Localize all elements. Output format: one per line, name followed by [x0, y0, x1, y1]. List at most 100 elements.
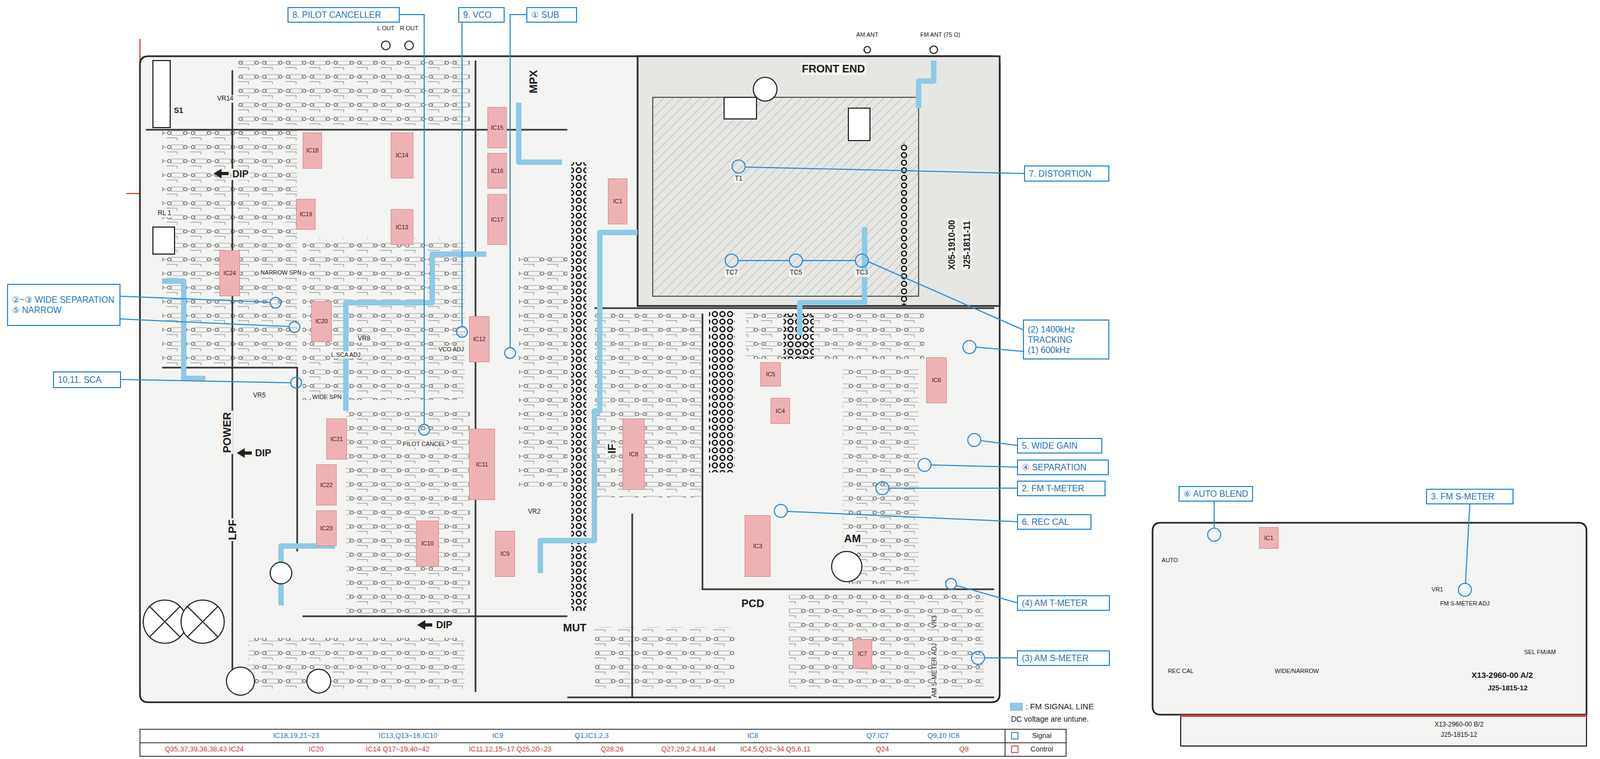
pad-column	[571, 162, 587, 611]
table-cell: IC18,19,21~23	[271, 731, 321, 740]
leader-line	[120, 296, 271, 303]
switch-label: REC CAL	[1166, 667, 1195, 675]
slot	[724, 97, 757, 119]
fm-line	[918, 60, 934, 109]
test-point	[1458, 583, 1472, 597]
board-code: X05-1910-00	[947, 218, 957, 272]
ic-label: IC14	[395, 151, 408, 159]
callout-text: (2) 1400kHz TRACKING	[1027, 324, 1105, 345]
fm-line	[799, 226, 865, 336]
leader-lines	[120, 14, 1472, 665]
note: DC voltage are untune.	[1009, 714, 1090, 723]
adjust-label: AM S-METER ADJ	[931, 641, 939, 699]
ic-package: IC14	[390, 132, 414, 179]
capacitor	[270, 561, 292, 584]
callout-text: (3) AM S-METER	[1021, 652, 1106, 664]
ic-label: IC23	[319, 524, 333, 532]
switch-label: WIDE/NARROW	[1273, 667, 1321, 675]
part-name: TC5	[788, 269, 804, 277]
ic-package: IC20	[311, 300, 332, 342]
components	[842, 367, 919, 584]
test-point	[962, 340, 976, 354]
test-point	[725, 253, 739, 267]
ic-label: IC21	[330, 435, 343, 443]
ic-package: IC16	[487, 152, 507, 189]
jack	[404, 41, 414, 50]
fm-line	[162, 280, 206, 379]
leader-line	[461, 22, 463, 327]
ic-label: IC7	[857, 650, 867, 658]
trace	[631, 513, 634, 698]
callout-text: 9. VCO	[463, 9, 500, 20]
table-cell: Q28,26	[599, 745, 626, 754]
capacitor	[306, 668, 331, 693]
leader-line	[510, 14, 527, 348]
capacitor	[181, 599, 225, 644]
table-cell: IC4,5,Q32~34 Q5,6,11	[739, 745, 812, 754]
ic-label: IC12	[472, 335, 486, 343]
dip-arrows	[213, 168, 433, 630]
components	[237, 60, 471, 126]
ic-package: IC19	[296, 198, 316, 230]
table-cell: IC20	[307, 745, 325, 754]
ic-package: IC18	[302, 132, 323, 169]
capacitor	[831, 551, 862, 582]
ic-package: IC6	[926, 357, 947, 404]
switch-s1	[152, 60, 171, 128]
section-label: DIP	[253, 447, 273, 459]
ic-package: IC11	[469, 428, 495, 500]
part-name: VR3	[931, 613, 939, 629]
ic-label: IC18	[305, 146, 319, 155]
ic-package: IC7	[852, 638, 873, 669]
front-end-block	[637, 56, 1000, 306]
callout-box: 5. WIDE GAIN	[1016, 437, 1103, 454]
callout-box: 7. DISTORTION	[1023, 165, 1110, 182]
antenna-terminal	[929, 45, 938, 54]
terminal-label: L OUT	[376, 24, 396, 32]
callout-box: 9. VCO	[458, 7, 505, 23]
board-code: X13-2960-00 A/2	[1470, 670, 1535, 680]
ic-label: IC1	[612, 197, 622, 205]
callout-text: (4) AM T-METER	[1021, 597, 1106, 608]
ic-package: IC17	[487, 193, 507, 245]
trace	[474, 60, 477, 692]
components	[594, 313, 703, 498]
callout-box: 6. REC CAL	[1016, 513, 1092, 530]
test-point	[855, 253, 869, 267]
leader-line	[931, 464, 1017, 467]
leader-line	[121, 379, 291, 383]
ic-package: IC5	[760, 362, 781, 387]
capacitor-mark	[187, 606, 218, 637]
table-cell: Q1,IC1,2,3	[573, 731, 611, 740]
section-label: DIP	[434, 619, 454, 631]
ic-label: IC20	[315, 317, 328, 325]
leader-line	[745, 166, 1024, 174]
components	[594, 626, 735, 692]
trace	[702, 313, 995, 589]
ic-label: IC6	[931, 376, 941, 384]
leader-line	[975, 346, 1023, 352]
part-name: RL 1	[156, 209, 173, 218]
section-label: MPX	[527, 68, 540, 95]
callout-text: 10,11. SCA	[57, 374, 117, 385]
main-board	[139, 56, 1000, 702]
table-cell: IC13,Q13~16,IC10	[377, 731, 439, 740]
components	[518, 253, 568, 487]
pad-column	[899, 142, 909, 305]
leader-line	[787, 511, 1017, 522]
leader-line	[120, 318, 290, 327]
capacitor-mark	[149, 606, 180, 637]
ic-table	[139, 728, 1067, 756]
fm-line	[540, 232, 638, 573]
table-frame	[139, 728, 1067, 756]
test-point	[289, 321, 300, 333]
leader-line	[956, 585, 1017, 603]
table-cell: Q8	[958, 745, 970, 754]
leader-line	[980, 440, 1017, 446]
legend-swatch	[1009, 702, 1023, 711]
ic-package: IC12	[469, 316, 490, 363]
control-box	[1011, 745, 1019, 753]
capacitor	[226, 666, 255, 695]
ic-label: IC16	[490, 167, 504, 175]
